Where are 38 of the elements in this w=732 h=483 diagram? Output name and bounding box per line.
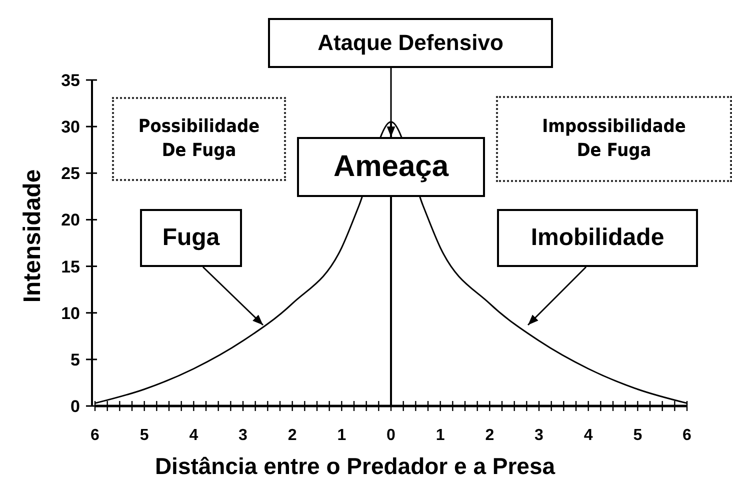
tick-label: 1 xyxy=(337,427,346,444)
tick-label: 4 xyxy=(584,427,593,444)
tick-label: 10 xyxy=(61,304,80,323)
tick-label: 35 xyxy=(61,71,80,90)
box-label: Fuga xyxy=(162,222,220,253)
axis-title: Intensidade xyxy=(19,169,46,303)
tick-label: 2 xyxy=(288,427,297,444)
tick-label: 5 xyxy=(633,427,642,444)
tick-label: 5 xyxy=(70,350,80,370)
tick-label: 1 xyxy=(436,427,445,444)
tick-label: 6 xyxy=(682,427,692,444)
label-box xyxy=(297,137,485,197)
tick-label: 6 xyxy=(90,427,100,444)
tick-label: 0 xyxy=(70,397,80,416)
dotted-region-box xyxy=(112,97,286,181)
leader-arrow xyxy=(527,266,587,326)
arrow xyxy=(386,68,396,137)
box-label: Ameaça xyxy=(333,148,449,185)
label-box xyxy=(497,209,698,267)
label-box xyxy=(268,18,553,68)
tick-label: 25 xyxy=(61,164,80,184)
tick-label: 0 xyxy=(386,427,396,444)
tick-label: 2 xyxy=(485,427,494,444)
box-label: Impossibilidade De Fuga xyxy=(541,114,687,163)
tick-label: 30 xyxy=(61,118,80,137)
tick-label: 15 xyxy=(61,257,80,276)
dotted-region-box xyxy=(496,96,732,182)
tick-label: 3 xyxy=(534,427,544,444)
tick-label: 3 xyxy=(238,427,248,444)
tick-label: 20 xyxy=(61,210,80,230)
box-label: Ataque Defensivo xyxy=(318,29,504,58)
leader-arrow xyxy=(202,266,264,326)
label-box xyxy=(140,209,242,267)
tick-label: 4 xyxy=(189,427,198,444)
tick-label: 5 xyxy=(140,427,149,444)
box-label: Possibilidade De Fuga xyxy=(137,114,261,163)
axis-title: Distância entre o Predador e a Presa xyxy=(154,453,556,479)
box-label: Imobilidade xyxy=(530,222,664,253)
